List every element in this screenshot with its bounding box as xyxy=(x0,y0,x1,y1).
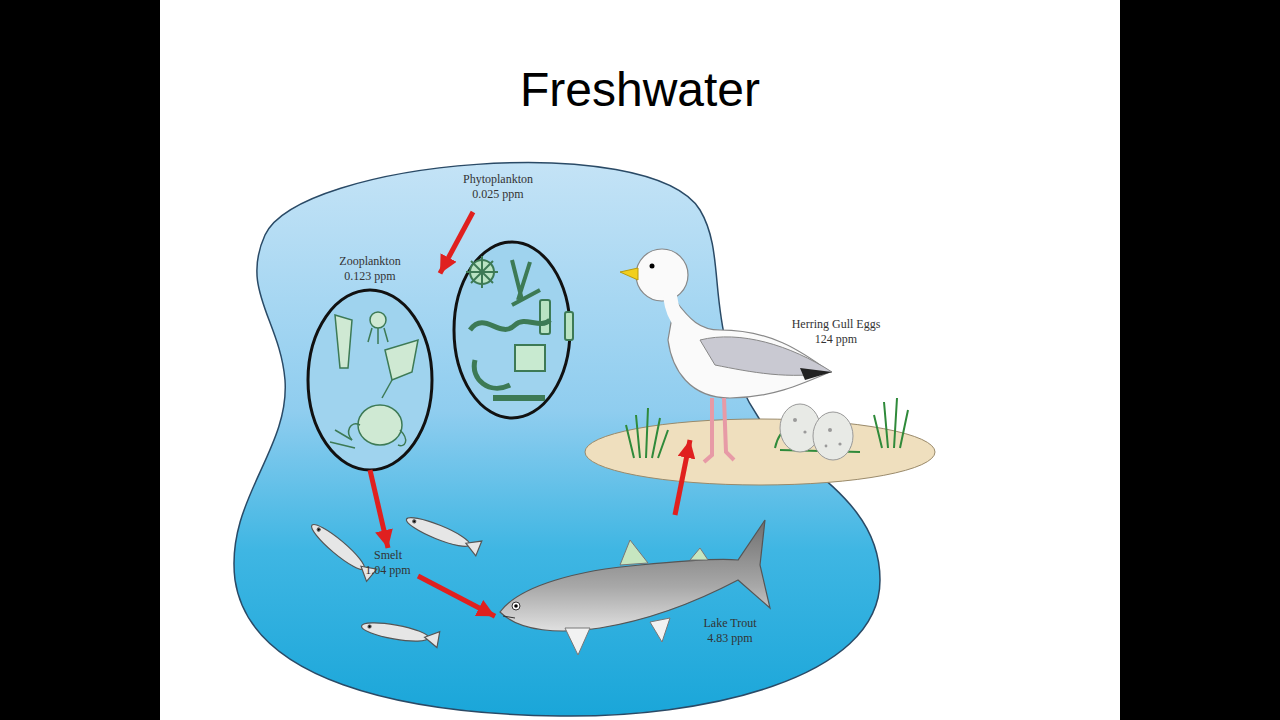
organism-name: Herring Gull Eggs xyxy=(778,317,894,332)
zooplankton-circle-part-part xyxy=(358,405,402,445)
phytoplankton-circle-part-part xyxy=(540,300,550,334)
slide-title: Freshwater xyxy=(160,62,1120,117)
ppm-value: 0.025 ppm xyxy=(448,187,548,202)
organism-label: Phytoplankton0.025 ppm xyxy=(448,172,548,202)
gull-eggs-part-part xyxy=(828,428,832,432)
smelt-fish-part xyxy=(360,618,440,647)
lake-trout-part xyxy=(565,628,590,655)
herring-gull-part xyxy=(636,249,688,301)
zooplankton-circle-part-part xyxy=(368,328,388,344)
zooplankton-circle-part-part xyxy=(335,315,352,368)
zooplankton-circle-part-part xyxy=(370,312,386,328)
side-bar-part xyxy=(0,0,160,720)
herring-gull-part xyxy=(704,398,734,462)
lake-water xyxy=(234,163,880,716)
food-chain-arrow xyxy=(370,470,388,548)
organism-name: Smelt xyxy=(358,548,418,563)
food-chain-arrow xyxy=(418,576,495,616)
phytoplankton-circle-part-part xyxy=(512,260,540,305)
phytoplankton-circle-part xyxy=(454,242,570,418)
lake-trout-part xyxy=(500,520,770,631)
smelt-fish-part-part xyxy=(368,625,371,628)
herring-gull-part xyxy=(620,268,638,280)
organism-label: Smelt1.04 ppm xyxy=(358,548,418,578)
zooplankton-circle-part-part xyxy=(349,424,406,446)
gull-eggs-part xyxy=(813,412,853,460)
phytoplankton-circle-part-part xyxy=(474,360,510,388)
smelt-fish-part-part xyxy=(360,619,429,645)
herring-gull-part xyxy=(670,296,680,322)
organism-label: Lake Trout4.83 ppm xyxy=(691,616,769,646)
gull-eggs-part xyxy=(793,418,842,447)
phytoplankton-circle-part-part xyxy=(470,320,550,330)
smelt-fish-part-part xyxy=(404,513,472,551)
lake-water-part xyxy=(234,163,880,716)
zooplankton-circle-part-part xyxy=(385,340,418,380)
phytoplankton-circle-part xyxy=(466,256,573,398)
zooplankton-node: Zooplankton0.123 ppm xyxy=(300,254,440,470)
ppm-value: 1.04 ppm xyxy=(358,563,418,578)
lake-trout-part xyxy=(503,616,515,618)
herring-gull xyxy=(620,249,832,462)
food-chain-arrow xyxy=(675,440,690,515)
side-bar-part xyxy=(1120,0,1280,720)
lake-trout-part xyxy=(690,548,708,560)
phytoplankton-node: Phytoplankton0.025 ppm xyxy=(448,172,548,212)
smelt-fish-part-part xyxy=(423,629,440,647)
gull-eggs-part-part xyxy=(838,442,841,445)
phytoplankton-circle-part-part xyxy=(493,395,545,401)
zooplankton-circle-part-part xyxy=(382,380,392,398)
island xyxy=(585,398,935,485)
ppm-value: 0.123 ppm xyxy=(320,269,420,284)
gull-eggs xyxy=(775,404,860,460)
food-chain-arrow xyxy=(440,212,473,273)
grass-part xyxy=(626,408,668,458)
organism-name: Zooplankton xyxy=(320,254,420,269)
smelt-fish-part-part xyxy=(412,519,416,523)
phytoplankton-circle-part-part xyxy=(515,345,545,371)
herring-gull-eggs-node: Herring Gull Eggs124 ppm xyxy=(620,245,900,440)
organism-name: Lake Trout xyxy=(691,616,769,631)
phytoplankton-circle xyxy=(454,242,573,418)
grass-part xyxy=(874,398,908,448)
organism-label: Zooplankton0.123 ppm xyxy=(320,254,420,284)
smelt-fish-part-part xyxy=(317,527,321,531)
smelt-fish xyxy=(307,512,482,648)
ppm-value: 124 ppm xyxy=(778,332,894,347)
herring-gull-part xyxy=(650,264,655,269)
smelt-fish-part-part xyxy=(307,520,368,574)
phytoplankton-circle-part-part xyxy=(466,256,498,288)
smelt-fish-part-part xyxy=(463,536,482,556)
phytoplankton-circle-part-part xyxy=(565,312,573,340)
lake-trout xyxy=(500,520,770,655)
lake-trout-part xyxy=(620,540,648,565)
lake-trout-part xyxy=(650,618,670,642)
grass xyxy=(626,398,908,458)
organism-label: Herring Gull Eggs124 ppm xyxy=(778,317,894,347)
zooplankton-circle-part-part xyxy=(330,430,355,448)
zooplankton-circle xyxy=(308,290,432,470)
organism-name: Phytoplankton xyxy=(448,172,548,187)
lake-trout-part xyxy=(514,604,518,608)
herring-gull-part-part xyxy=(724,398,734,460)
smelt-node: Smelt1.04 ppm xyxy=(358,548,418,588)
lake-trout-node: Lake Trout4.83 ppm xyxy=(495,515,795,650)
herring-gull-part-part xyxy=(704,398,712,462)
herring-gull-part xyxy=(800,368,832,380)
smelt-fish-part xyxy=(403,512,481,556)
gull-eggs-part-part xyxy=(793,418,797,422)
zooplankton-circle-part xyxy=(330,312,418,448)
gull-eggs-part-part xyxy=(825,445,828,448)
ppm-value: 4.83 ppm xyxy=(691,631,769,646)
zooplankton-circle-part xyxy=(308,290,432,470)
gull-eggs-part-part xyxy=(803,430,806,433)
lake-trout-part xyxy=(512,602,520,610)
